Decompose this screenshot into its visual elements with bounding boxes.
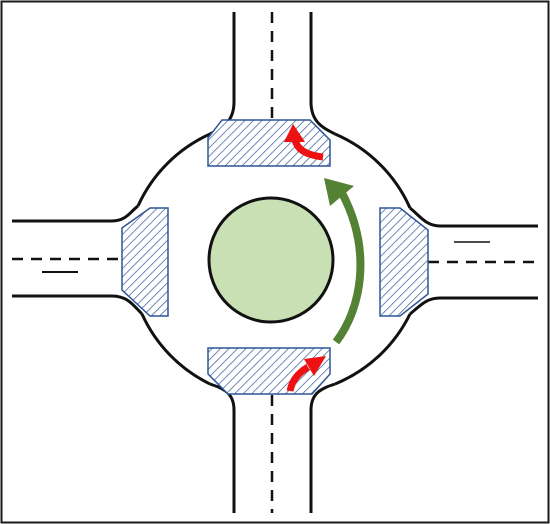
ring-edge-southwest [140, 313, 211, 386]
south-entry-arrowhead-icon [304, 356, 326, 376]
east-splitter-island [379, 207, 429, 317]
west-splitter-island [121, 207, 169, 317]
circulating-flow-arrowhead-icon [324, 178, 354, 206]
west-road-bottom-edge [12, 294, 144, 316]
ring-edge-northwest [136, 132, 211, 207]
circulating-flow-arrow-icon [332, 191, 365, 345]
south-entry-arrow-icon [286, 364, 310, 392]
east-road-bottom-edge [409, 296, 538, 316]
west-road-top-edge [12, 204, 139, 223]
ring-edge-southeast [334, 313, 412, 386]
central-island [207, 196, 335, 324]
east-road-top-edge [409, 206, 538, 228]
south-road-right-edge [309, 382, 336, 513]
north-road-right-edge [309, 12, 336, 136]
ring-edge-northeast [334, 132, 412, 209]
north-entry-arrowhead-icon [284, 124, 305, 142]
north-splitter-island [207, 119, 331, 167]
south-splitter-island [207, 347, 331, 395]
north-entry-arrow-icon [291, 138, 324, 161]
